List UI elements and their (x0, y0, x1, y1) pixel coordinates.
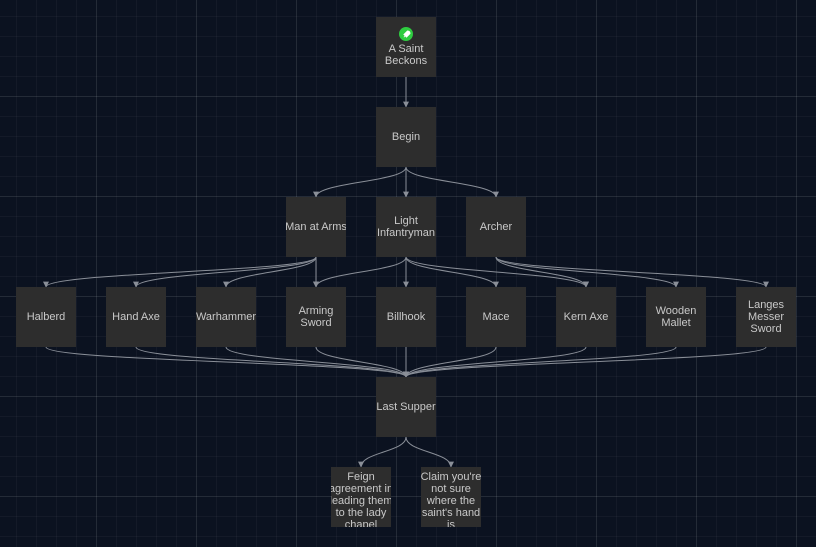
node-claim-not-sure[interactable]: Claim you're not sure where the saint's … (421, 467, 481, 527)
node-label: Mace (482, 311, 510, 323)
edge-langes-supper (403, 346, 767, 378)
node-label: Claim you're not sure where the saint's … (421, 471, 481, 527)
node-label: Billhook (386, 311, 426, 323)
node-last-supper[interactable]: Last Supper (376, 377, 436, 437)
edge-warham-supper (225, 346, 409, 378)
node-label: Light Infantryman (376, 215, 436, 239)
node-label: Man at Arms (286, 221, 346, 233)
node-langes-messer-sword[interactable]: Langes Messer Sword (736, 287, 796, 347)
node-billhook[interactable]: Billhook (376, 287, 436, 347)
node-light-infantryman[interactable]: Light Infantryman (376, 197, 436, 257)
node-begin[interactable]: Begin (376, 107, 436, 167)
node-feign-agreement[interactable]: Feign agreement in leading them to the l… (331, 467, 391, 527)
edge-supper-claim (405, 436, 454, 468)
node-mace[interactable]: Mace (466, 287, 526, 347)
node-kern-axe[interactable]: Kern Axe (556, 287, 616, 347)
edge-li-kernaxe (405, 256, 589, 288)
edge-handaxe-supper (135, 346, 409, 378)
edge-begin-maa (313, 166, 407, 198)
node-label: Langes Messer Sword (747, 299, 785, 335)
edge-archer-kernaxe (495, 256, 589, 288)
edge-archer-mallet (495, 256, 679, 288)
node-halberd[interactable]: Halberd (16, 287, 76, 347)
node-warhammer[interactable]: Warhammer (196, 287, 256, 347)
node-wooden-mallet[interactable]: Wooden Mallet (646, 287, 706, 347)
node-label: Wooden Mallet (655, 305, 697, 329)
edge-supper-feign (358, 436, 407, 468)
edge-maa-handaxe (133, 256, 317, 288)
node-label: Begin (391, 131, 421, 143)
rocket-icon (399, 27, 413, 41)
edge-li-mace (405, 256, 499, 288)
node-label: Warhammer (196, 311, 256, 323)
node-hand-axe[interactable]: Hand Axe (106, 287, 166, 347)
node-label: A Saint Beckons (384, 43, 428, 67)
edge-li-arming (313, 256, 407, 288)
node-label: Arming Sword (298, 305, 334, 329)
node-label: Feign agreement in leading them to the l… (331, 471, 391, 527)
edge-mallet-supper (403, 346, 677, 378)
node-label: Hand Axe (112, 311, 160, 323)
node-label: Halberd (26, 311, 66, 323)
edge-maa-halberd (43, 256, 317, 288)
edge-maa-warham (223, 256, 317, 288)
edge-archer-langes (495, 256, 769, 288)
node-label: Kern Axe (563, 311, 609, 323)
edge-begin-archer (405, 166, 499, 198)
node-label: Last Supper (376, 401, 436, 413)
node-archer[interactable]: Archer (466, 197, 526, 257)
node-a-saint-beckons[interactable]: A Saint Beckons (376, 17, 436, 77)
edge-kernaxe-supper (403, 346, 587, 378)
node-label: Archer (479, 221, 513, 233)
node-man-at-arms[interactable]: Man at Arms (286, 197, 346, 257)
node-arming-sword[interactable]: Arming Sword (286, 287, 346, 347)
edge-arming-supper (315, 346, 409, 378)
edge-halberd-supper (45, 346, 409, 378)
